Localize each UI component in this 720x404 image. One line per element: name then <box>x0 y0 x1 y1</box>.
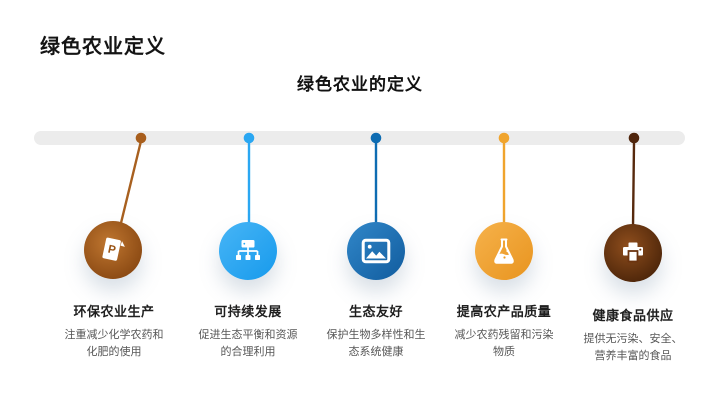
item-title: 环保农业生产 <box>73 304 155 319</box>
flask-icon <box>494 238 514 264</box>
item-description: 促进生态平衡和资源的合理利用 <box>198 329 298 359</box>
document-p-icon: P <box>102 237 125 261</box>
icon-bubble-healthy-food <box>604 224 662 282</box>
timeline-item-quality: 提高农产品质量 减少农药残留和污染物质 <box>429 301 579 361</box>
item-title: 健康食品供应 <box>592 308 674 323</box>
item-title: 可持续发展 <box>214 304 282 319</box>
svg-text:P: P <box>107 244 117 257</box>
pendulum-line <box>631 141 636 229</box>
item-description: 提供无污染、安全、营养丰富的食品 <box>583 333 683 363</box>
timeline-item-sustainable: 可持续发展 促进生态平衡和资源的合理利用 <box>173 301 323 361</box>
timeline-item-eco-production: 环保农业生产 注重减少化学农药和化肥的使用 <box>39 301 189 361</box>
timeline-item-eco-friendly: 生态友好 保护生物多样性和生态系统健康 <box>301 301 451 361</box>
icon-bubble-sustainable <box>219 222 277 280</box>
item-description: 减少农药残留和污染物质 <box>454 329 554 359</box>
printer-icon <box>623 242 643 263</box>
page-title: 绿色农业定义 <box>40 36 166 58</box>
slide-subtitle: 绿色农业的定义 <box>297 75 423 94</box>
pendulum-line <box>119 139 143 225</box>
timeline-item-healthy-food: 健康食品供应 提供无污染、安全、营养丰富的食品 <box>558 305 708 365</box>
item-description: 保护生物多样性和生态系统健康 <box>326 329 426 359</box>
icon-bubble-quality <box>475 222 533 280</box>
icon-bubble-eco-friendly <box>347 222 405 280</box>
item-title: 生态友好 <box>348 304 403 319</box>
org-chart-icon <box>236 240 260 260</box>
icon-bubble-eco-production: P <box>84 221 142 279</box>
timeline-bar <box>34 131 685 145</box>
item-description: 注重减少化学农药和化肥的使用 <box>64 329 164 359</box>
item-title: 提高农产品质量 <box>456 304 552 319</box>
image-icon <box>361 238 391 264</box>
